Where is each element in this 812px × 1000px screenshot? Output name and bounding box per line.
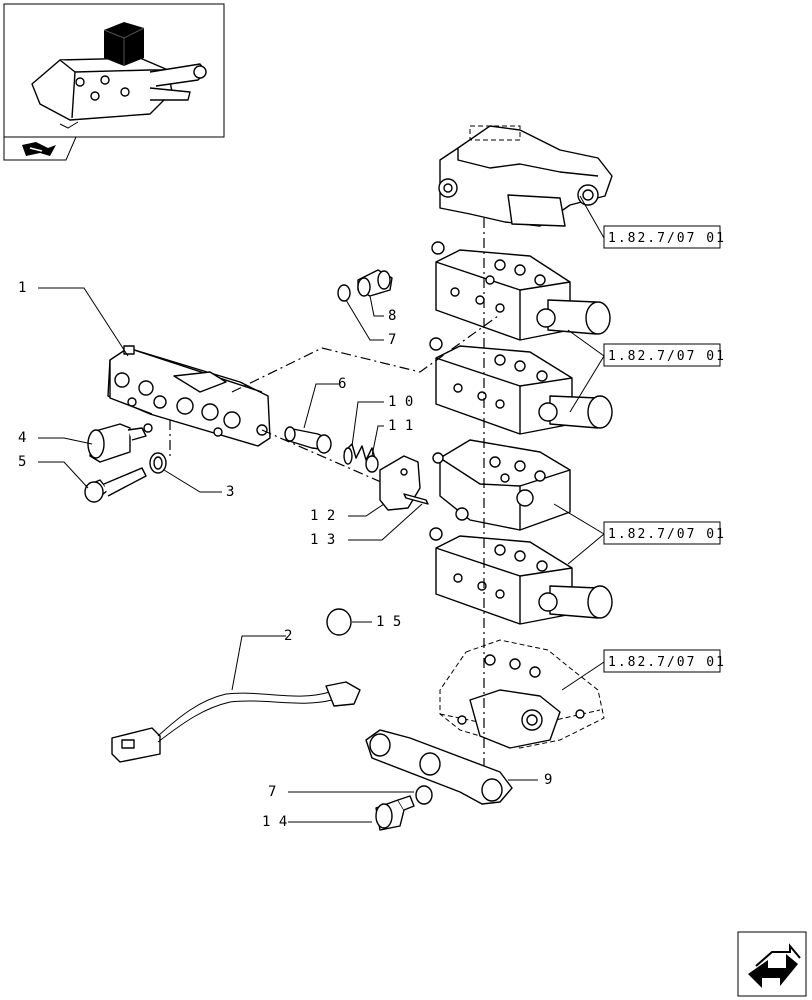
callout-13: 1 3 (310, 532, 335, 548)
callout-2: 2 (284, 628, 292, 644)
cover-plate-12 (379, 455, 421, 511)
plug-14 (375, 795, 415, 831)
callout-6: 6 (338, 376, 346, 392)
callout-8: 8 (388, 308, 396, 324)
lift-assembly-thumbnail-icon[interactable] (3, 3, 225, 138)
valve-section-3 (432, 439, 571, 531)
plunger-pin (284, 426, 332, 454)
book-icon[interactable] (3, 136, 77, 161)
callout-15: 1 5 (376, 614, 401, 630)
plug-8 (357, 269, 393, 297)
o-ring-7-top (337, 284, 351, 302)
valve-inlet-section (439, 639, 605, 749)
callout-3: 3 (226, 484, 234, 500)
o-ring-15 (326, 608, 352, 636)
callout-7-bottom: 7 (268, 784, 276, 800)
valve-section-4 (429, 527, 613, 625)
leader-lines (38, 195, 605, 823)
reference-label: 1.82.7/07 01 (608, 655, 726, 670)
screw-13 (403, 493, 429, 505)
washer-7-bottom (415, 785, 433, 805)
reference-label: 1.82.7/07 01 (608, 349, 726, 364)
reference-box-3[interactable]: 1.82.7/07 01 (603, 521, 726, 545)
solenoid-valve-body (107, 345, 271, 447)
reference-box-4[interactable]: 1.82.7/07 01 (603, 649, 726, 673)
callout-11: 1 1 (388, 418, 413, 434)
callout-12: 1 2 (310, 508, 335, 524)
valve-section-2 (429, 337, 613, 435)
callout-10: 1 0 (388, 394, 413, 410)
callout-1: 1 (18, 280, 26, 296)
valve-stack-housing-top (438, 125, 613, 227)
reference-box-1[interactable]: 1.82.7/07 01 (603, 225, 726, 249)
bracket-9 (365, 729, 513, 805)
assembly-line-b (261, 429, 391, 487)
wiring-harness-2 (111, 681, 361, 763)
reference-label: 1.82.7/07 01 (608, 527, 726, 542)
screw-bolt (84, 467, 147, 503)
callout-7-top: 7 (388, 332, 396, 348)
ring-11 (365, 455, 379, 473)
callout-9: 9 (544, 772, 552, 788)
callout-14: 1 4 (262, 814, 287, 830)
callout-5: 5 (18, 454, 26, 470)
assembly-line-a (231, 315, 499, 393)
solenoid-coil (87, 423, 153, 463)
next-page-arrow-icon[interactable] (737, 931, 807, 997)
reference-label: 1.82.7/07 01 (608, 231, 726, 246)
reference-box-2[interactable]: 1.82.7/07 01 (603, 343, 726, 367)
callout-4: 4 (18, 430, 26, 446)
valve-section-1 (431, 241, 611, 341)
